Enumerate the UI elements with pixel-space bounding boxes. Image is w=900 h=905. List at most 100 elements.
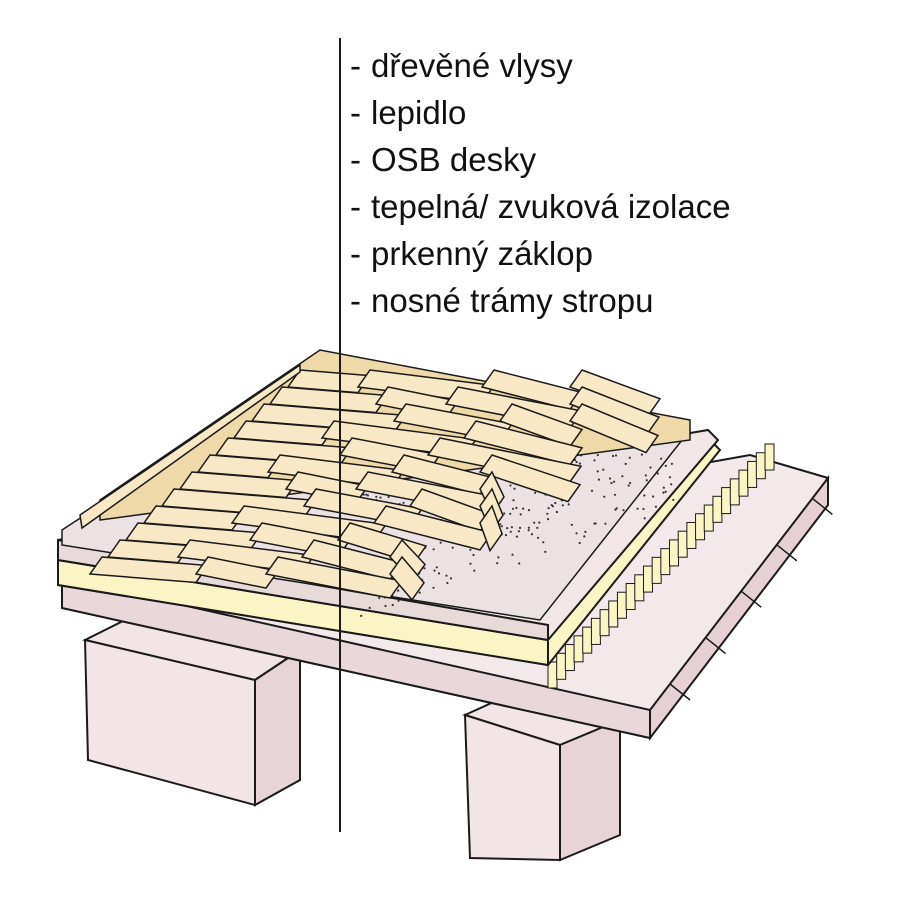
adhesive-dot (517, 530, 521, 533)
adhesive-dot (537, 536, 540, 539)
adhesive-dot (379, 496, 382, 499)
adhesive-dot (503, 512, 506, 515)
adhesive-dot (536, 526, 539, 530)
adhesive-dot (628, 456, 631, 459)
adhesive-dot (519, 513, 522, 516)
adhesive-dot (624, 462, 627, 465)
legend-item-lepidlo: -lepidlo (350, 89, 731, 136)
adhesive-dot (402, 501, 405, 504)
adhesive-dot (597, 478, 601, 481)
adhesive-dot (518, 562, 521, 565)
adhesive-dot (449, 577, 453, 580)
adhesive-dot (596, 470, 599, 473)
legend-item-zaklop: -prkenný záklop (350, 230, 731, 277)
plank-decking-side-strips (547, 443, 775, 689)
legend-dash: - (350, 47, 361, 84)
adhesive-dot (575, 460, 578, 464)
beam-right-side (559, 718, 621, 862)
legend-label: lepidlo (371, 94, 467, 131)
adhesive-dot (391, 603, 394, 607)
adhesive-dot (567, 503, 570, 506)
adhesive-dot (432, 586, 435, 589)
legend-item-izolace: -tepelná/ zvuková izolace (350, 183, 731, 230)
adhesive-dot (522, 507, 525, 510)
adhesive-dot (378, 596, 381, 600)
insulation-slat (599, 609, 610, 637)
adhesive-dot (496, 562, 499, 565)
adhesive-dot (544, 550, 547, 554)
insulation-slat (721, 487, 732, 515)
adhesive-dot (509, 512, 512, 515)
adhesive-dot (397, 589, 400, 592)
adhesive-dot (649, 466, 652, 469)
legend-label: prkenný záklop (371, 235, 593, 272)
adhesive-dot (670, 462, 674, 465)
adhesive-dot (542, 541, 545, 544)
wood-plank (194, 556, 280, 589)
adhesive-dot (432, 548, 435, 551)
adhesive-dot (613, 480, 616, 483)
insulation-slat (695, 513, 706, 541)
legend-dash: - (350, 141, 361, 178)
decking-plank-joint (811, 497, 833, 515)
adhesive-dot (530, 533, 534, 536)
adhesive-dot (533, 521, 536, 524)
insulation-slat (608, 600, 619, 628)
adhesive-dot (437, 572, 441, 575)
adhesive-dot (506, 527, 509, 530)
adhesive-dot (594, 522, 597, 525)
legend-label: nosné trámy stropu (371, 282, 654, 319)
wood-plank (568, 403, 660, 454)
adhesive-dot (360, 614, 363, 618)
adhesive-dot (662, 491, 665, 494)
adhesive-dot (652, 495, 655, 498)
wood-plank-edge (79, 363, 301, 530)
wood-plank (372, 505, 494, 551)
adhesive-dot (512, 499, 515, 502)
adhesive-dot (670, 483, 673, 486)
insulation-slat (703, 504, 714, 532)
adhesive-dot (622, 509, 625, 512)
adhesive-dot (511, 553, 514, 556)
adhesive-dot (642, 507, 645, 511)
adhesive-dot (614, 454, 618, 457)
beam-left-side (254, 648, 301, 807)
decking-plank-joint (776, 544, 798, 562)
adhesive-dot (550, 504, 553, 507)
insulation-slat (764, 443, 775, 471)
adhesive-dot (509, 484, 512, 487)
adhesive-dot (561, 504, 564, 507)
decking-side-edge (649, 475, 829, 741)
insulation-slat (590, 617, 601, 645)
wood-plank (478, 454, 582, 503)
adhesive-dot (664, 464, 667, 467)
adhesive-dot (445, 574, 448, 577)
adhesive-dot (660, 457, 663, 460)
wood-plank (479, 504, 503, 553)
legend-label: tepelná/ zvuková izolace (371, 188, 731, 225)
decking-plank-joint (705, 637, 727, 655)
adhesive-dot (610, 481, 613, 485)
adhesive-dot (668, 476, 672, 479)
wood-plank (264, 556, 404, 599)
legend-item-drevene-vlysy: -dřevěné vlysy (350, 42, 731, 89)
insulation-slat (755, 452, 766, 480)
adhesive-dot (575, 532, 578, 535)
adhesive-dot (546, 518, 550, 521)
adhesive-dot (644, 474, 647, 477)
insulation-slat (660, 548, 671, 576)
adhesive-dot (472, 553, 475, 557)
adhesive-dot (500, 525, 503, 528)
wood-plank (389, 555, 425, 601)
insulation-slat (642, 565, 653, 593)
adhesive-dot (602, 468, 605, 471)
insulation-slat (729, 478, 740, 506)
adhesive-dot (368, 606, 371, 610)
adhesive-dot (629, 481, 632, 485)
adhesive-dot (643, 517, 646, 520)
adhesive-dot (654, 505, 658, 508)
insulation-slat (738, 469, 749, 497)
adhesive-dot (527, 509, 531, 512)
